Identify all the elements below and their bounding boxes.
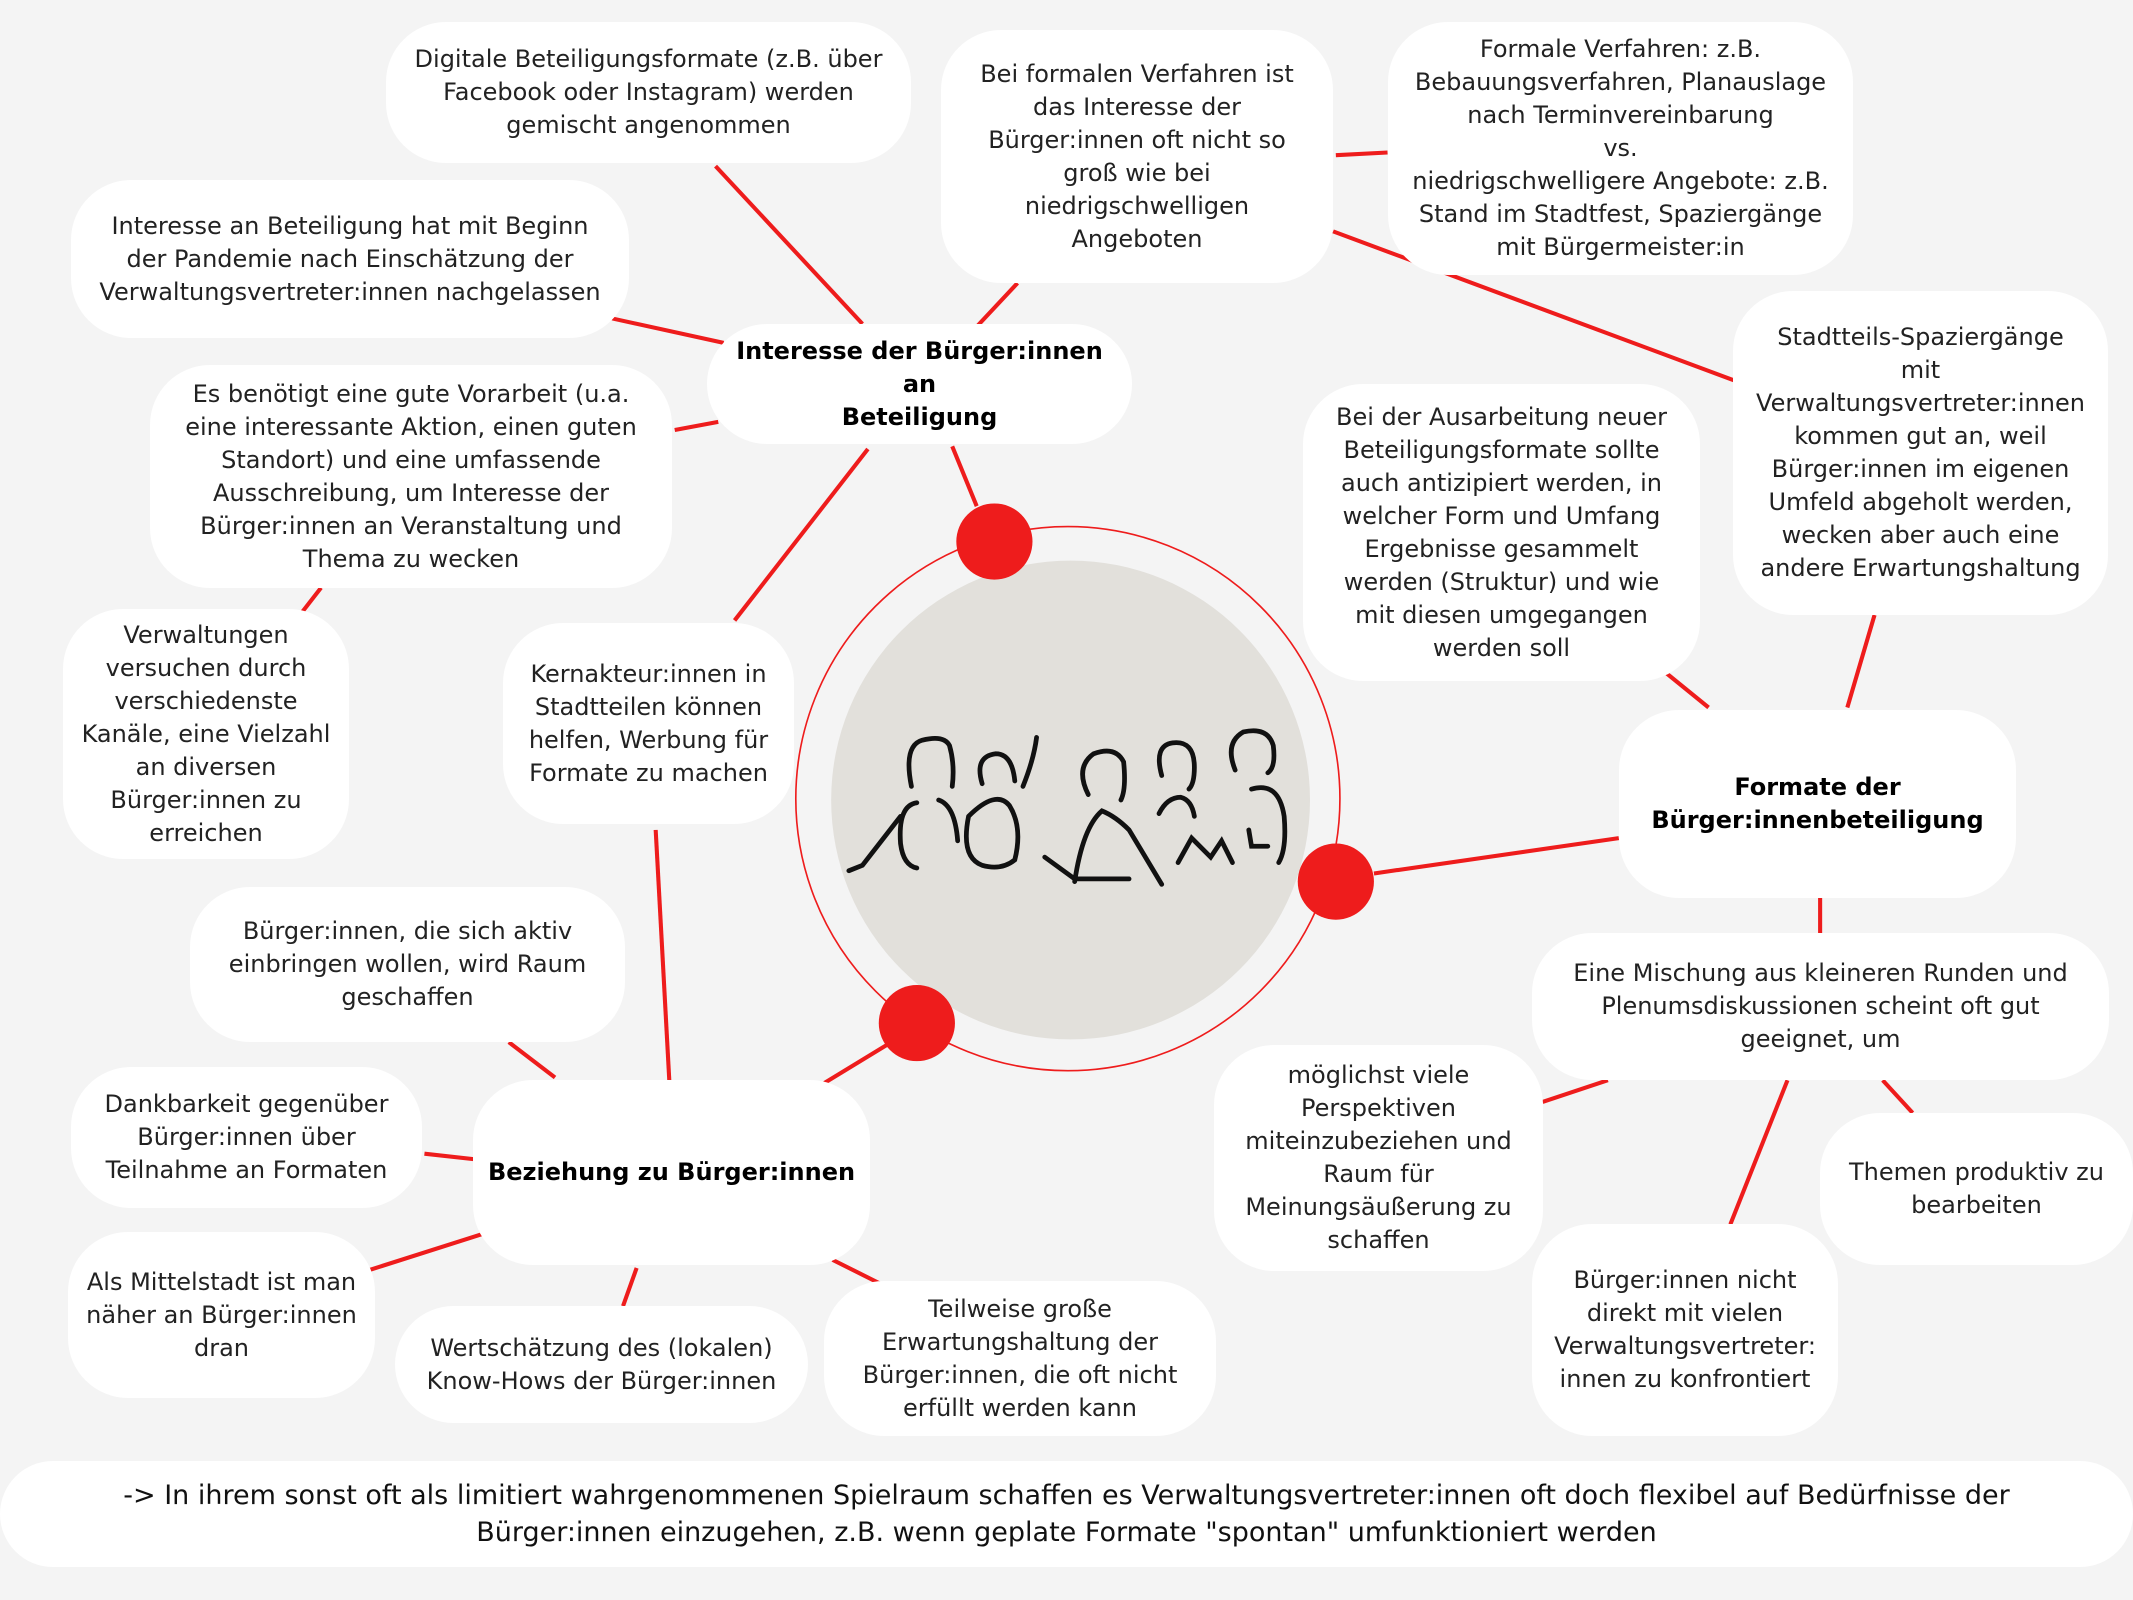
conclusion-banner: -> In ihrem sonst oft als limitiert wahr… — [0, 1461, 2133, 1567]
note-erwartung: Teilweise große Erwartungshaltung der Bü… — [824, 1281, 1216, 1436]
topic-dot-formate — [1297, 843, 1374, 920]
note-raum: Bürger:innen, die sich aktiv einbringen … — [190, 887, 625, 1042]
note-vorarbeit: Es benötigt eine gute Vorarbeit (u.a. ei… — [150, 365, 672, 588]
note-kernakteure: Kernakteur:innen in Stadtteilen können h… — [503, 623, 794, 824]
note-mischung: Eine Mischung aus kleineren Runden und P… — [1532, 933, 2109, 1080]
topic-beziehung: Beziehung zu Bürger:innen — [473, 1080, 870, 1265]
note-formale-vs: Formale Verfahren: z.B. Bebauungsverfahr… — [1388, 22, 1853, 275]
topic-interesse: Interesse der Bürger:innen an Beteiligun… — [707, 324, 1132, 444]
note-spaziergaenge: Stadtteils-Spaziergänge mit Verwaltungsv… — [1733, 291, 2108, 615]
note-digitale: Digitale Beteiligungsformate (z.B. über … — [386, 22, 911, 163]
people-illustration — [846, 728, 1288, 887]
note-perspektiven: möglichst viele Perspektiven miteinzubez… — [1214, 1045, 1543, 1271]
note-pandemie: Interesse an Beteiligung hat mit Beginn … — [71, 180, 629, 338]
note-formale-verfahren-interesse: Bei formalen Verfahren ist das Interesse… — [941, 30, 1333, 283]
note-mittelstadt: Als Mittelstadt ist man näher an Bürger:… — [68, 1232, 375, 1398]
note-kanaele: Verwaltungen versuchen durch verschieden… — [63, 609, 349, 859]
topic-formate: Formate der Bürger:innenbeteiligung — [1619, 710, 2016, 898]
note-nicht-konfrontiert: Bürger:innen nicht direkt mit vielen Ver… — [1532, 1224, 1838, 1436]
note-wertschaetzung: Wertschätzung des (lokalen) Know-Hows de… — [395, 1306, 808, 1423]
note-ausarbeitung: Bei der Ausarbeitung neuer Beteiligungsf… — [1303, 384, 1700, 681]
topic-dot-interesse — [956, 503, 1033, 580]
center-circle — [831, 560, 1310, 1040]
connector-lines — [300, 150, 1915, 1307]
note-themen: Themen produktiv zu bearbeiten — [1820, 1113, 2133, 1265]
orbit-ring — [794, 525, 1341, 1072]
note-dankbarkeit: Dankbarkeit gegenüber Bürger:innen über … — [71, 1067, 422, 1208]
topic-dot-beziehung — [878, 985, 955, 1062]
